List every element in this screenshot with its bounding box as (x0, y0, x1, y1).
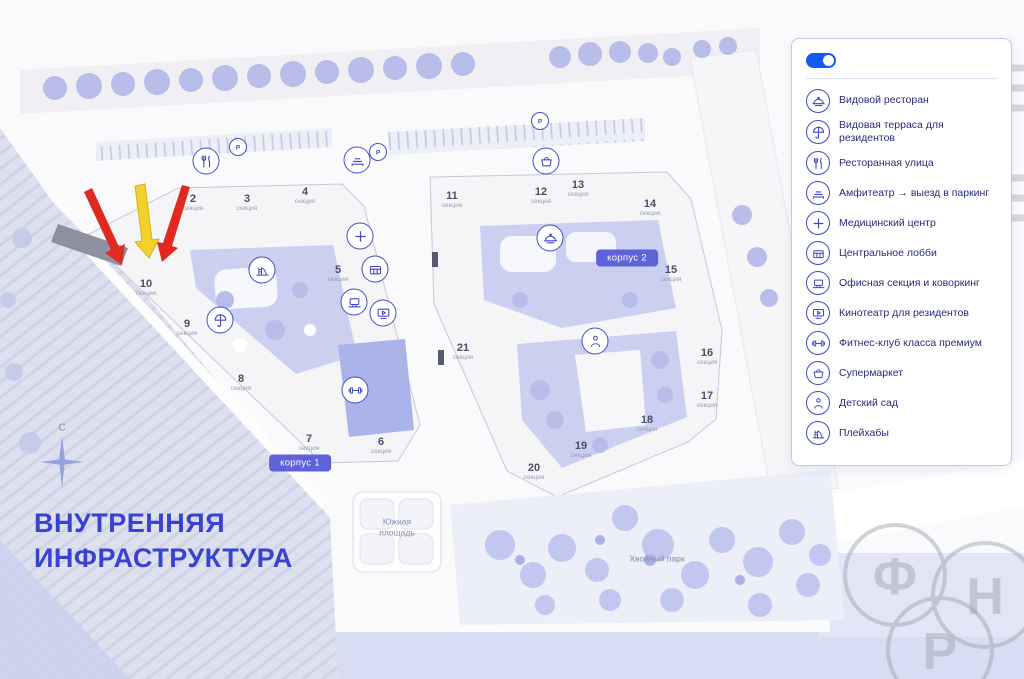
fitness-icon (341, 376, 369, 404)
legend-item: Супермаркет (806, 361, 997, 386)
legend-item: Видовая терраса для резидентов (806, 119, 997, 145)
street-food-icon (192, 147, 220, 175)
cinema-icon (369, 299, 397, 327)
terrace-icon (206, 306, 234, 334)
legend-item: Фитнес-клуб класса премиум (806, 331, 997, 356)
legend-item-label: Детский сад (839, 396, 899, 409)
lobby-icon (806, 241, 830, 266)
medical-icon (806, 211, 830, 236)
legend-item-label: Медицинский центр (839, 216, 936, 229)
legend-item-label: Фитнес-клуб класса премиум (839, 336, 982, 349)
legend-item-label: Видовой ресторан (839, 94, 929, 107)
plan-title: ВНУТРЕННЯЯ ИНФРАСТРУКТУРА (34, 506, 293, 575)
plan-title-line-2: ИНФРАСТРУКТУРА (34, 542, 293, 573)
legend-toggle[interactable] (806, 53, 836, 68)
legend-item-label: Кинотеатр для резидентов (839, 306, 969, 319)
office-icon (340, 288, 368, 316)
lobby-icon (361, 255, 389, 283)
parking-icon (531, 112, 549, 130)
south-square-label: Южная площадь (379, 516, 415, 537)
terrace-icon (806, 120, 830, 145)
amphitheatre-icon (806, 181, 830, 206)
parking-icon (369, 143, 387, 161)
legend-item-label: Плейхабы (839, 426, 889, 439)
legend-item-label: Амфитеатр → выезд в паркинг (839, 186, 990, 199)
legend-item-label: Видовая терраса для резидентов (839, 119, 944, 145)
kindergarten-icon (806, 391, 830, 416)
medical-icon (346, 222, 374, 250)
south-square (352, 491, 442, 573)
cinema-icon (806, 301, 830, 326)
pine-park-label: Хвойный парк (629, 553, 685, 564)
legend-item: Кинотеатр для резидентов (806, 301, 997, 326)
legend-item: Офисная секция и коворкинг (806, 271, 997, 296)
waterfront-shore (0, 128, 338, 679)
legend-item: Ресторанная улица (806, 151, 997, 176)
parking-strips (96, 118, 645, 161)
supermarket-icon (806, 361, 830, 386)
legend-item-label: Центральное лобби (839, 246, 937, 259)
office-icon (806, 271, 830, 296)
fitness-icon (806, 331, 830, 356)
legend-item: Центральное лобби (806, 241, 997, 266)
legend-item: Видовой ресторан (806, 89, 997, 113)
legend-item-label: Супермаркет (839, 366, 904, 379)
korpus-1-badge: корпус 1 (269, 454, 331, 472)
restaurant-icon (806, 89, 830, 113)
legend-header (806, 51, 997, 79)
legend-item: Плейхабы (806, 421, 997, 446)
legend-item: Медицинский центр (806, 211, 997, 236)
korpus-2-badge: корпус 2 (596, 249, 658, 267)
park-area (450, 470, 845, 625)
compass-north-label: С (58, 422, 66, 434)
legend-toggle-knob (823, 55, 834, 66)
legend-item-label: Ресторанная улица (839, 156, 934, 169)
supermarket-icon (532, 147, 560, 175)
plan-title-line-1: ВНУТРЕННЯЯ (34, 508, 226, 538)
legend-item: Амфитеатр → выезд в паркинг (806, 181, 997, 206)
amphitheatre-icon (343, 146, 371, 174)
parking-icon (229, 138, 247, 156)
playhub-icon (248, 256, 276, 284)
restaurant-icon (536, 224, 564, 252)
legend-item: Детский сад (806, 391, 997, 416)
trees-row (43, 37, 778, 307)
compass-icon (40, 436, 84, 488)
playhub-icon (806, 421, 830, 446)
legend-item-label: Офисная секция и коворкинг (839, 276, 980, 289)
kindergarten-icon (581, 327, 609, 355)
street-food-icon (806, 151, 830, 176)
